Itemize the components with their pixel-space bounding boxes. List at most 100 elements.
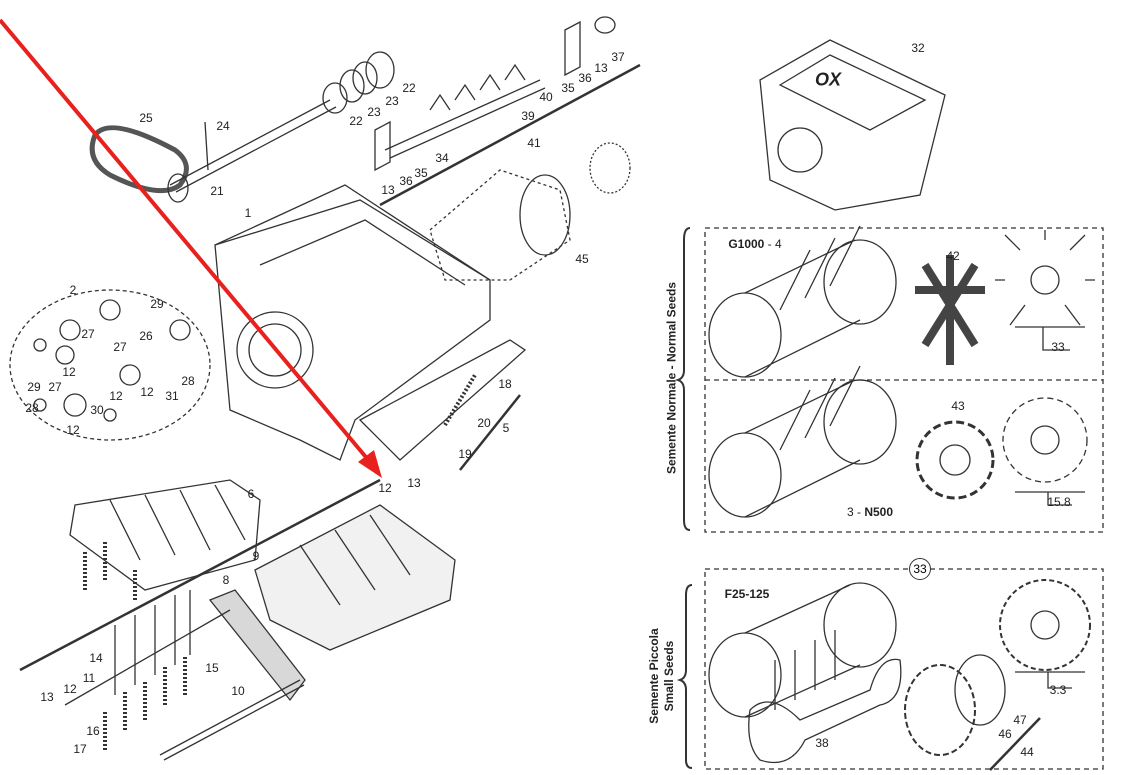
- label-33: 33: [1051, 340, 1065, 354]
- belt-25: [89, 125, 189, 194]
- pulley-21: [167, 173, 189, 203]
- rotor-42: [915, 255, 985, 365]
- red-arrow-line: [0, 18, 372, 464]
- lever-8: [208, 589, 306, 702]
- belt-25-inner: [96, 131, 183, 187]
- label-2: 2: [69, 283, 77, 297]
- agitator-bar: [384, 79, 546, 159]
- agitator-fingers: [429, 63, 526, 111]
- label-g1000: G1000 - 4: [728, 237, 781, 251]
- label-13: 13: [40, 690, 54, 704]
- cover-5: [358, 339, 527, 461]
- label-13: 13: [594, 61, 608, 75]
- ring-23a: [339, 69, 365, 103]
- flaps-6: [69, 479, 261, 591]
- label-9: 9: [252, 549, 260, 563]
- label-22: 22: [349, 114, 363, 128]
- label-27: 27: [81, 327, 95, 341]
- label-24: 24: [216, 119, 230, 133]
- label-33-circled: 33: [909, 558, 931, 580]
- label-f25: F25-125: [724, 587, 770, 601]
- label-21: 21: [210, 184, 224, 198]
- label-29: 29: [150, 297, 164, 311]
- springs-15: [103, 655, 187, 750]
- label-42: 42: [946, 249, 960, 263]
- label-34: 34: [435, 151, 449, 165]
- wrench-38: [748, 658, 902, 764]
- label-15: 15: [205, 661, 219, 675]
- g1000-part: - 4: [764, 237, 782, 251]
- label-44: 44: [1020, 745, 1034, 759]
- rotor-45-disc: [519, 174, 571, 256]
- label-12: 12: [140, 385, 154, 399]
- label-12: 12: [63, 682, 77, 696]
- label-37: 37: [611, 50, 625, 64]
- gear-disc: [589, 142, 631, 194]
- label-35: 35: [414, 166, 428, 180]
- n500-part: 3 -: [846, 505, 865, 519]
- bearing-22: [322, 82, 348, 114]
- rotor-g1000: [708, 225, 897, 378]
- label-10: 10: [231, 684, 245, 698]
- label-46: 46: [998, 727, 1012, 741]
- label-22: 22: [402, 81, 416, 95]
- label-41: 41: [527, 136, 541, 150]
- label-20: 20: [477, 416, 491, 430]
- hopper-logo: OX: [814, 69, 842, 90]
- springs-6: [83, 540, 137, 600]
- label-25: 25: [139, 111, 153, 125]
- label-12: 12: [66, 423, 80, 437]
- label-28: 28: [181, 374, 195, 388]
- hopper-inner: [778, 54, 927, 131]
- bearing-22b: [365, 51, 395, 89]
- housing-bore: [236, 311, 314, 389]
- housing-top: [214, 199, 491, 286]
- label-12: 12: [109, 389, 123, 403]
- disc-33: [995, 230, 1095, 351]
- shaft-11: [64, 609, 231, 706]
- group-2-outline: [9, 289, 211, 441]
- label-12: 12: [62, 365, 76, 379]
- small-seeds-box: [704, 568, 1104, 770]
- label-23: 23: [385, 94, 399, 108]
- label-12: 12: [378, 481, 392, 495]
- label-5: 5: [502, 421, 510, 435]
- rotor-n500: [708, 365, 897, 518]
- label-16: 16: [86, 724, 100, 738]
- flap-ribs-9: [299, 514, 411, 606]
- small-seeds-it: Semente Piccola: [647, 628, 661, 724]
- shaft-21: [169, 99, 337, 193]
- label-15-8: 15.8: [1047, 495, 1071, 509]
- flaps-9: [254, 504, 456, 651]
- label-31: 31: [165, 389, 179, 403]
- label-32: 32: [911, 41, 925, 55]
- bearings-group-2: [33, 299, 191, 422]
- rotor-f25: [708, 582, 897, 718]
- label-14: 14: [89, 651, 103, 665]
- small-seeds-en: Small Seeds: [662, 640, 676, 712]
- label-45: 45: [575, 252, 589, 266]
- label-36: 36: [578, 71, 592, 85]
- label-11: 11: [82, 671, 96, 685]
- rotor-45: [429, 169, 571, 281]
- label-27: 27: [113, 340, 127, 354]
- label-40: 40: [539, 90, 553, 104]
- label-1: 1: [244, 206, 252, 220]
- label-3-3: 3.3: [1049, 683, 1067, 697]
- label-6: 6: [247, 487, 255, 501]
- label-18: 18: [498, 377, 512, 391]
- bracket-44: [989, 717, 1041, 771]
- n500-model: N500: [864, 505, 894, 519]
- bracket-small: [676, 584, 693, 769]
- bolts-14: [114, 590, 191, 695]
- label-n500: 3 - N500: [847, 505, 893, 519]
- label-47: 47: [1013, 713, 1027, 727]
- disc-158: [1002, 397, 1088, 506]
- rotor-44: [904, 654, 1006, 756]
- pin-24: [204, 121, 209, 171]
- label-30: 30: [90, 403, 104, 417]
- disc-33-small: [999, 579, 1091, 689]
- knob-37: [594, 16, 616, 34]
